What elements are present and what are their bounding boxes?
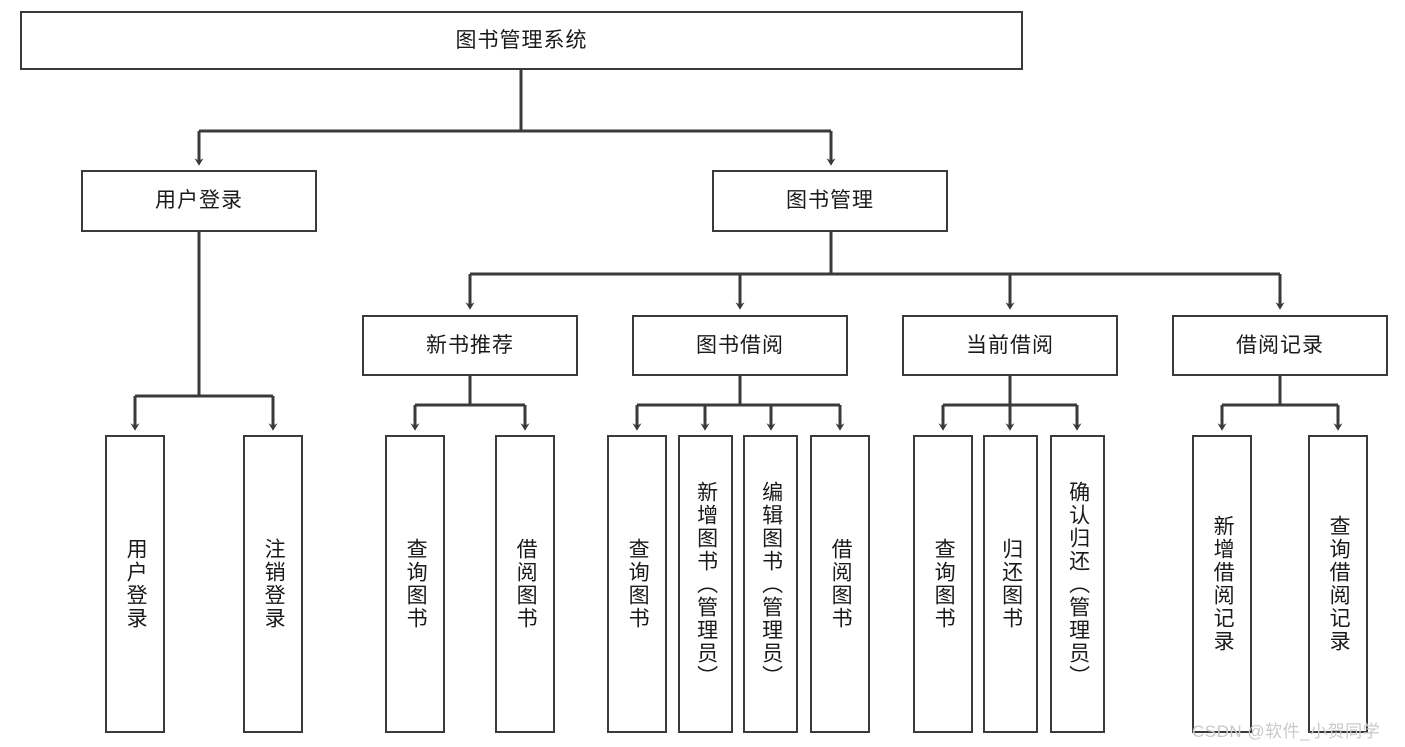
node-new-book-recommend[interactable]: 新书推荐 [362,315,578,376]
node-book-management-label: 图书管理 [786,189,874,213]
leaf-label: 新增借阅记录 [1211,515,1235,653]
leaf-record-add-record[interactable]: 新增借阅记录 [1192,435,1252,733]
node-book-borrow[interactable]: 图书借阅 [632,315,848,376]
leaf-label: 查询图书 [404,538,428,630]
leaf-label: 新增图书（管理员） [694,480,718,688]
leaf-label: 归还图书 [999,538,1023,630]
node-current-borrow[interactable]: 当前借阅 [902,315,1118,376]
leaf-user-login-login[interactable]: 用户登录 [105,435,165,733]
leaf-borrow-add-book-admin[interactable]: 新增图书（管理员） [678,435,733,733]
leaf-borrow-borrow-book[interactable]: 借阅图书 [810,435,870,733]
leaf-label: 编辑图书（管理员） [759,480,783,688]
leaf-label: 查询借阅记录 [1327,515,1351,653]
leaf-borrow-query-book[interactable]: 查询图书 [607,435,667,733]
node-user-login-label: 用户登录 [155,189,243,213]
node-book-management[interactable]: 图书管理 [712,170,948,232]
leaf-new-book-query[interactable]: 查询图书 [385,435,445,733]
node-borrow-record[interactable]: 借阅记录 [1172,315,1388,376]
leaf-label: 借阅图书 [514,538,538,630]
leaf-current-return-book[interactable]: 归还图书 [983,435,1038,733]
leaf-label: 注销登录 [262,538,286,630]
leaf-label: 查询图书 [932,538,956,630]
node-borrow-record-label: 借阅记录 [1236,333,1324,357]
node-current-borrow-label: 当前借阅 [966,333,1054,357]
leaf-label: 借阅图书 [829,538,853,630]
node-book-borrow-label: 图书借阅 [696,333,784,357]
csdn-watermark: CSDN @软件_小贺同学 [1192,722,1381,741]
leaf-record-query-record[interactable]: 查询借阅记录 [1308,435,1368,733]
node-new-book-recommend-label: 新书推荐 [426,333,514,357]
leaf-current-confirm-return-admin[interactable]: 确认归还（管理员） [1050,435,1105,733]
leaf-user-login-logout[interactable]: 注销登录 [243,435,303,733]
leaf-label: 查询图书 [626,538,650,630]
leaf-label: 确认归还（管理员） [1066,480,1090,688]
node-root[interactable]: 图书管理系统 [20,11,1023,70]
node-root-label: 图书管理系统 [455,28,588,52]
node-user-login[interactable]: 用户登录 [81,170,317,232]
leaf-label: 用户登录 [124,538,148,630]
leaf-borrow-edit-book-admin[interactable]: 编辑图书（管理员） [743,435,798,733]
leaf-new-book-borrow[interactable]: 借阅图书 [495,435,555,733]
leaf-current-query-book[interactable]: 查询图书 [913,435,973,733]
